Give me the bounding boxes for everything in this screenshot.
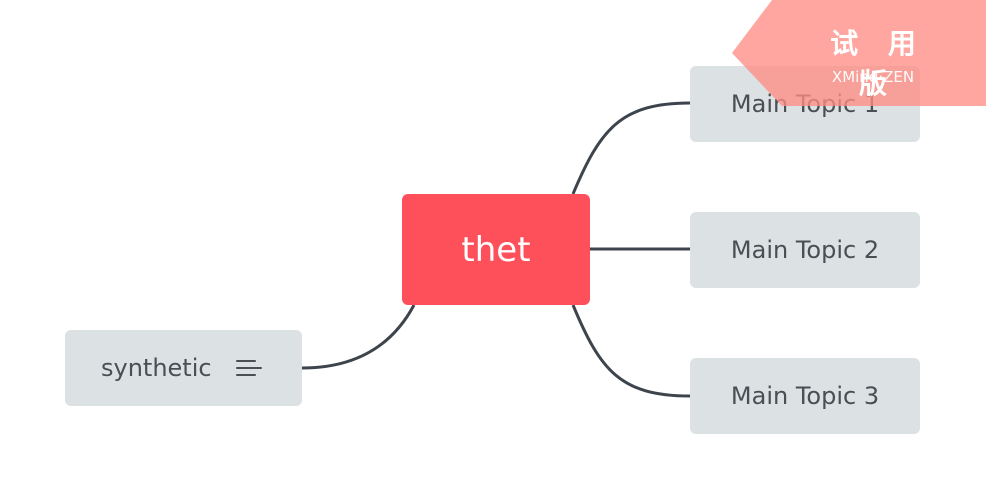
main-topic-3-label: Main Topic 3	[730, 382, 880, 410]
trial-watermark: 试 用 版 XMind·ZEN	[732, 0, 986, 106]
notes-icon[interactable]	[235, 358, 262, 378]
connector-topic-3	[571, 304, 691, 398]
floating-topic-label: synthetic	[101, 354, 212, 382]
main-topic-3[interactable]: Main Topic 3	[690, 358, 920, 434]
central-topic[interactable]: thet	[402, 194, 590, 305]
floating-topic[interactable]: synthetic	[65, 330, 302, 406]
trial-banner-shape	[732, 0, 986, 106]
trial-product-name: XMind·ZEN	[831, 68, 915, 86]
main-topic-2[interactable]: Main Topic 2	[690, 212, 920, 288]
connector-floating-topic	[301, 304, 416, 370]
main-topic-2-label: Main Topic 2	[730, 236, 880, 264]
central-topic-label: thet	[461, 229, 531, 270]
connector-topic-1	[571, 101, 691, 195]
trial-label: 试 用 版	[830, 27, 926, 100]
